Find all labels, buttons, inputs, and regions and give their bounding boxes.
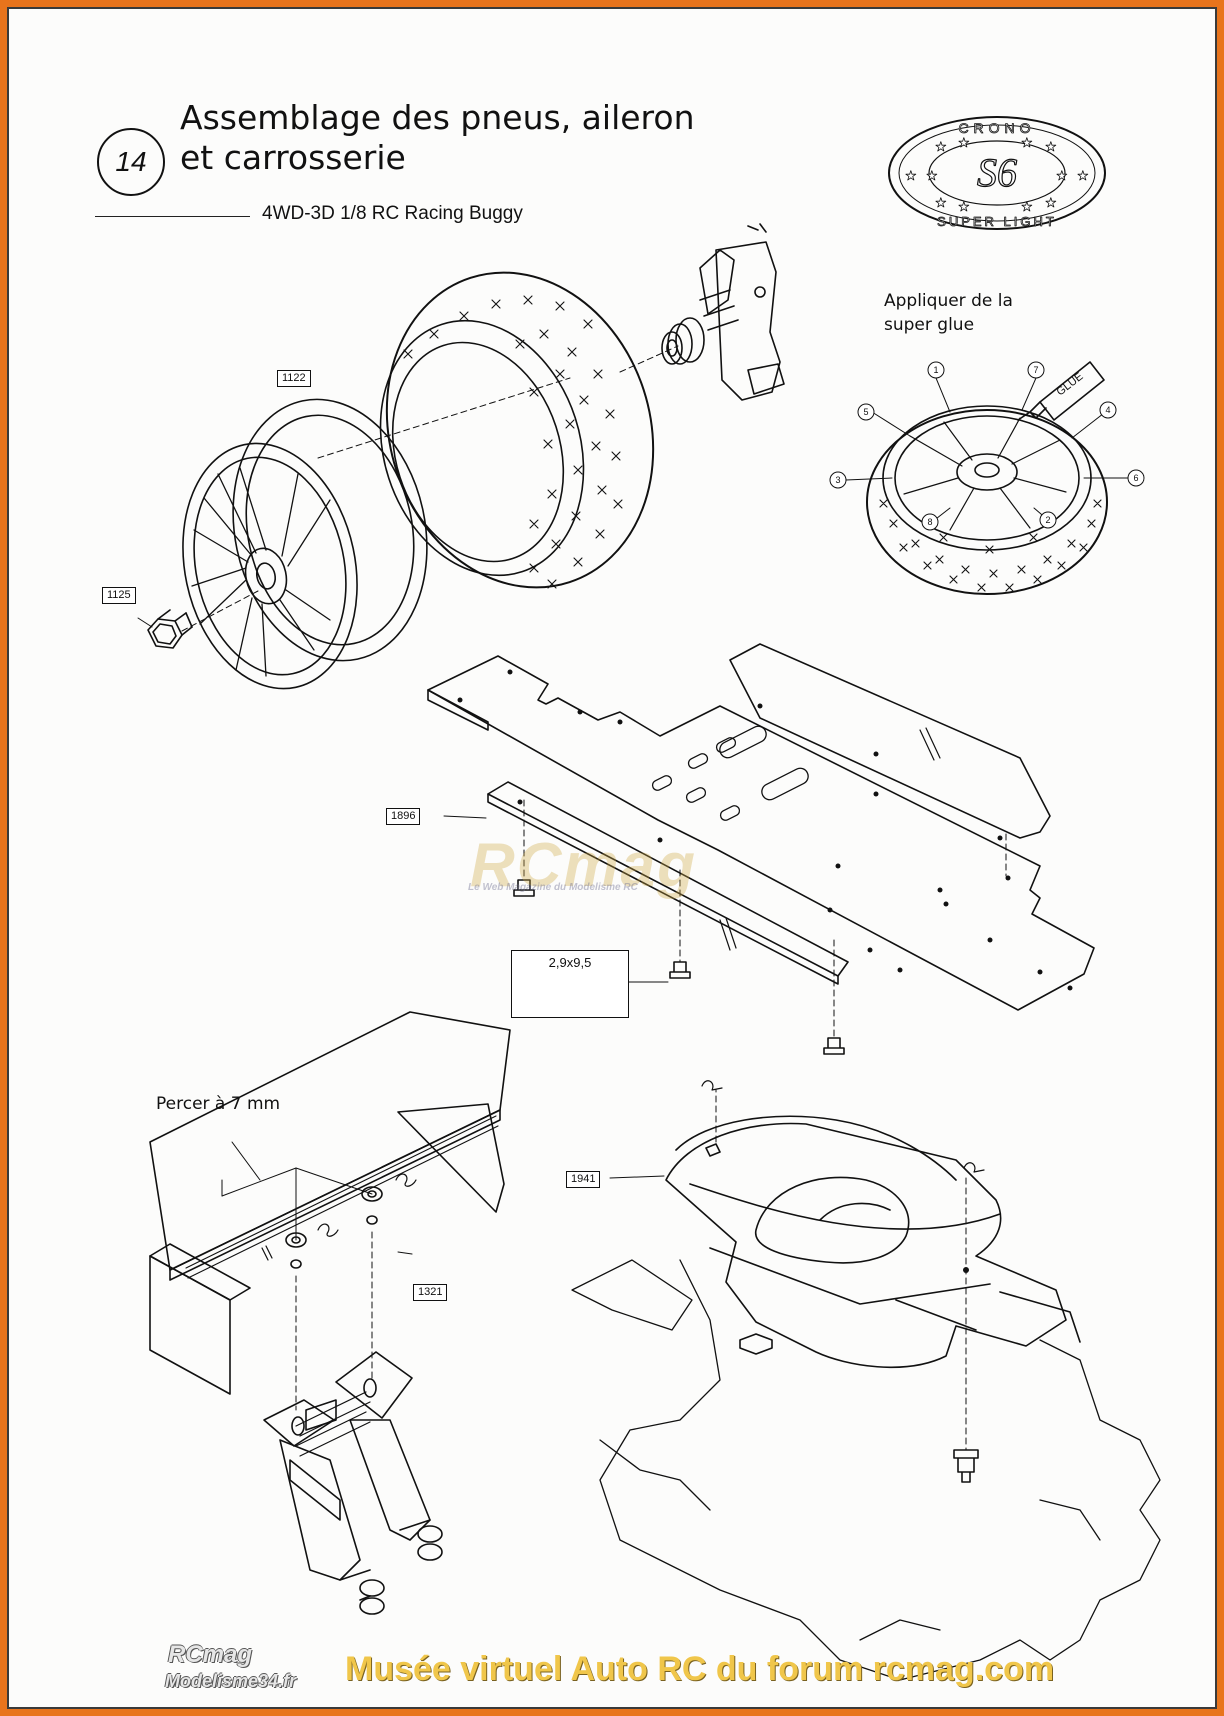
body-post	[739, 1333, 979, 1483]
svg-text:8: 8	[927, 517, 932, 527]
logo-stars: ★ ★ ★ ★ ★ ★ ★ ★ ★ ★ ★ ★	[905, 136, 1089, 216]
glue-bottle-label: GLUE	[1054, 370, 1085, 398]
svg-text:★: ★	[1045, 140, 1057, 155]
page-subtitle: 4WD-3D 1/8 RC Racing Buggy	[262, 203, 523, 224]
tire-tread	[403, 295, 623, 589]
tire	[379, 271, 655, 589]
svg-text:★: ★	[935, 140, 947, 155]
svg-text:1: 1	[933, 365, 938, 375]
watermark-logo: RCmag	[470, 831, 698, 900]
footer-brand-logo: RCmag	[168, 1641, 253, 1668]
title-divider	[95, 216, 250, 217]
part-number-wing: 1321	[413, 1284, 448, 1301]
title-line-1: Assemblage des pneus, aileron	[180, 98, 695, 137]
svg-text:2: 2	[1045, 515, 1050, 525]
svg-text:★: ★	[1056, 169, 1068, 184]
svg-text:★: ★	[926, 169, 938, 184]
crono-logo: CRONO S6 SUPER LIGHT ★ ★ ★ ★ ★ ★ ★ ★ ★ ★ ★ ★	[888, 116, 1106, 230]
svg-text:3: 3	[835, 475, 840, 485]
title-line-2: et carrosserie	[180, 138, 406, 177]
page-title: Assemblage des pneus, aileron et carross…	[180, 98, 740, 178]
chassis-outline	[571, 1259, 1161, 1681]
step-number-badge: 14	[97, 128, 165, 196]
svg-text:★: ★	[1045, 196, 1057, 211]
glued-wheel: GLUE 1 2 3 4 5 6 7	[829, 361, 1145, 595]
drill-pointer	[221, 1141, 373, 1241]
part-number-body: 1941	[566, 1171, 601, 1188]
hub-knuckle	[661, 223, 785, 401]
svg-text:★: ★	[958, 200, 970, 215]
logo-center-text: S6	[977, 150, 1017, 195]
glue-instruction-line-1: Appliquer de la	[884, 291, 1013, 311]
svg-text:★: ★	[958, 136, 970, 151]
hex-nut	[137, 609, 193, 649]
svg-text:5: 5	[863, 407, 868, 417]
svg-text:7: 7	[1033, 365, 1038, 375]
screw-size-box: 2,9x9,5	[511, 950, 629, 1018]
logo-top-text: CRONO	[958, 120, 1035, 136]
part-number-rim: 1122	[277, 370, 311, 387]
svg-text:★: ★	[1021, 200, 1033, 215]
glue-instruction-line-2: super glue	[884, 315, 975, 335]
step-number: 14	[115, 146, 147, 177]
svg-text:★: ★	[1021, 136, 1033, 151]
wing-mount	[263, 1351, 443, 1615]
wheel-rim	[182, 398, 428, 690]
screw-size-label: 2,9x9,5	[548, 955, 592, 970]
part-number-chassis: 1896	[386, 808, 421, 825]
footer-site-name: Modelisme34.fr	[165, 1671, 297, 1691]
chassis-screws	[513, 799, 1007, 1055]
glue-point-markers	[829, 361, 1145, 531]
watermark-tagline: Le Web Magazine du Modelisme RC	[468, 882, 638, 893]
svg-text:★: ★	[905, 169, 917, 184]
glued-wheel-tread	[879, 499, 1102, 592]
glue-instruction: Appliquer de la super glue	[884, 289, 1013, 337]
rear-wing	[149, 1011, 511, 1395]
svg-text:4: 4	[1105, 405, 1110, 415]
body-shell	[665, 1115, 1081, 1369]
chassis-plate	[427, 643, 1095, 1011]
glue-point-numbers: 1 2 3 4 5 6 7 8	[835, 365, 1138, 527]
footer-caption: Musée virtuel Auto RC du forum rcmag.com	[345, 1650, 1055, 1688]
svg-text:★: ★	[935, 196, 947, 211]
logo-bottom-text: SUPER LIGHT	[937, 214, 1057, 229]
part-number-nut: 1125	[102, 587, 136, 604]
drill-instruction: Percer à 7 mm	[156, 1094, 281, 1114]
chassis-holes	[457, 669, 1073, 991]
svg-text:★: ★	[1077, 169, 1089, 184]
svg-text:6: 6	[1133, 473, 1138, 483]
